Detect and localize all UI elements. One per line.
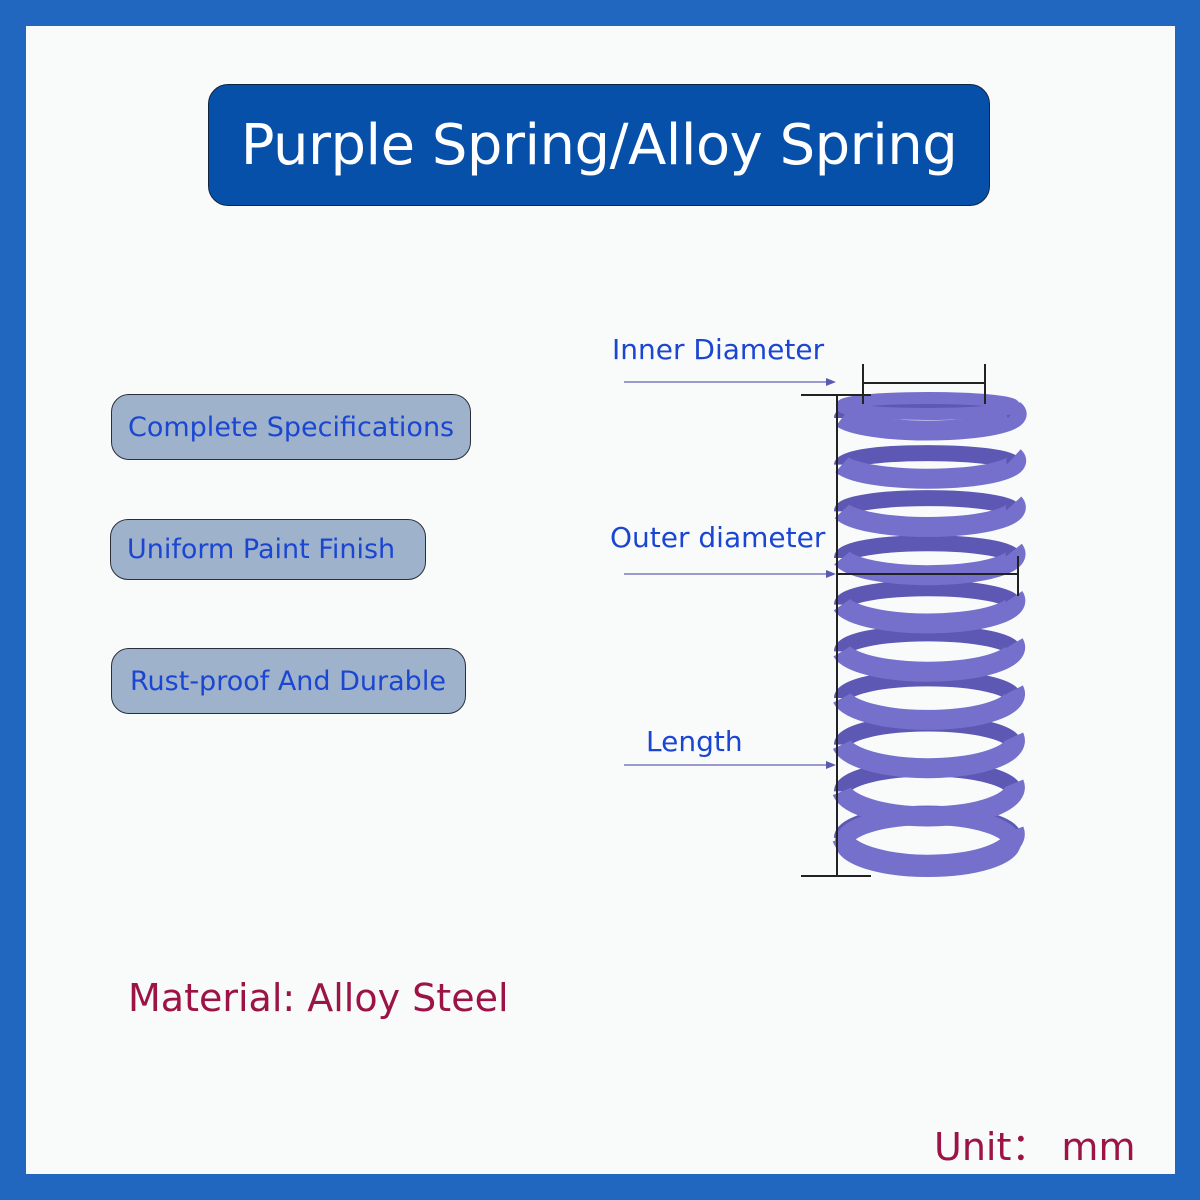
feature-badge-paint-finish: Uniform Paint Finish [110,519,426,580]
outer-diameter-arrow [624,570,836,578]
inner-diameter-label: Inner Diameter [612,333,825,366]
length-arrow [624,761,836,769]
outer-diameter-label: Outer diameter [610,521,826,554]
page-title: Purple Spring/Alloy Spring [240,112,958,178]
spring-coil-front [833,638,1026,682]
spring-coil-front [835,449,1027,489]
spring-coil-front [833,685,1025,730]
spring-coil-front [834,496,1026,537]
spring-coil-back [834,535,1022,562]
spring-coil-back [834,445,1022,470]
length-label: Length [646,725,743,758]
spring-coils [832,392,1027,877]
feature-badge-rust-proof: Rust-proof And Durable [111,648,466,714]
feature-badge-specifications: Complete Specifications [111,394,471,460]
material-text: Material: Alloy Steel [128,976,509,1020]
spring-top-end [836,392,1020,420]
unit-text: Unit： mm [934,1125,1136,1169]
spring-coil-front [833,591,1026,634]
spring-coil-back [834,625,1022,655]
title-banner: Purple Spring/Alloy Spring [208,84,990,206]
inner-diameter-arrow [624,378,836,386]
spring-coil-front [832,732,1025,779]
spring-coil-back [834,580,1022,608]
spring-bottom-end [835,807,1021,877]
spring-coil-back [834,490,1022,516]
spring-coil-front [836,401,1027,441]
